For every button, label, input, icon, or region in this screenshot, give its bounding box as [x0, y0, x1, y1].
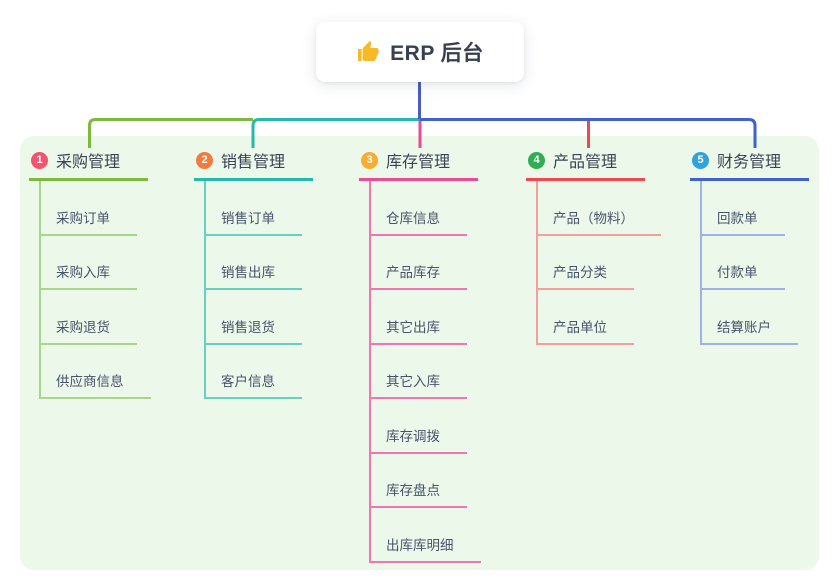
child-node-label[interactable]: 客户信息	[204, 370, 302, 399]
branch-children-product: 产品（物料） 产品分类 产品单位	[536, 181, 661, 345]
branch-number-badge-3: 3	[361, 151, 378, 169]
branch-number-badge-1: 1	[31, 151, 48, 169]
child-node: 其它入库	[369, 345, 467, 399]
branch-children-purchase: 采购订单 采购入库 采购退货 供应商信息	[39, 181, 151, 399]
branch-title-sales[interactable]: 2 销售管理	[194, 148, 313, 181]
child-node-label[interactable]: 库存调拨	[369, 425, 467, 454]
child-node-label[interactable]: 销售出库	[204, 261, 302, 290]
child-node-label[interactable]: 产品（物料）	[536, 207, 661, 236]
branch-title-label: 销售管理	[221, 154, 286, 171]
branch-purchase: 1 采购管理 采购订单 采购入库 采购退货 供应商信息	[29, 148, 151, 399]
branch-product: 4 产品管理 产品（物料） 产品分类 产品单位	[526, 148, 661, 345]
child-node: 采购入库	[39, 236, 137, 290]
root-title: ERP 后台	[390, 42, 484, 65]
thumbs-up-icon	[358, 41, 379, 61]
child-node: 产品分类	[536, 236, 634, 290]
branch-title-product[interactable]: 4 产品管理	[526, 148, 645, 181]
child-node: 采购退货	[39, 290, 137, 345]
branch-number-badge-2: 2	[196, 151, 213, 169]
child-node: 采购订单	[39, 181, 137, 236]
child-node: 出库库明细	[369, 508, 481, 563]
child-node: 销售退货	[204, 290, 302, 345]
branch-title-finance[interactable]: 5 财务管理	[690, 148, 809, 181]
child-node-label[interactable]: 供应商信息	[39, 370, 151, 399]
child-node: 客户信息	[204, 345, 302, 399]
child-node-label[interactable]: 销售退货	[204, 316, 302, 345]
child-node-label[interactable]: 产品库存	[369, 261, 467, 290]
branch-title-label: 产品管理	[553, 154, 618, 171]
branch-children-sales: 销售订单 销售出库 销售退货 客户信息	[204, 181, 313, 399]
child-node-label[interactable]: 结算账户	[700, 316, 798, 345]
child-node: 其它出库	[369, 290, 467, 345]
root-node-erp[interactable]: ERP 后台	[316, 22, 524, 82]
child-node: 结算账户	[700, 290, 798, 345]
child-node-label[interactable]: 仓库信息	[369, 207, 467, 236]
child-node-label[interactable]: 采购入库	[39, 261, 137, 290]
child-node-label[interactable]: 库存盘点	[369, 479, 467, 508]
branch-title-inventory[interactable]: 3 库存管理	[359, 148, 478, 181]
child-node-label[interactable]: 出库库明细	[369, 534, 481, 563]
branch-title-label: 库存管理	[386, 154, 451, 171]
child-node-label[interactable]: 回款单	[700, 207, 785, 236]
child-node-label[interactable]: 其它出库	[369, 316, 467, 345]
branch-finance: 5 财务管理 回款单 付款单 结算账户	[690, 148, 809, 345]
child-node: 仓库信息	[369, 181, 467, 236]
branch-sales: 2 销售管理 销售订单 销售出库 销售退货 客户信息	[194, 148, 313, 399]
child-node-label[interactable]: 其它入库	[369, 370, 467, 399]
child-node-label[interactable]: 产品单位	[536, 316, 634, 345]
branch-children-finance: 回款单 付款单 结算账户	[700, 181, 809, 345]
branches-background-panel	[20, 136, 819, 570]
child-node: 回款单	[700, 181, 785, 236]
branch-title-label: 采购管理	[56, 154, 121, 171]
child-node: 销售出库	[204, 236, 302, 290]
child-node: 产品单位	[536, 290, 634, 345]
child-node: 付款单	[700, 236, 785, 290]
child-node: 销售订单	[204, 181, 302, 236]
child-node: 产品库存	[369, 236, 467, 290]
child-node: 库存调拨	[369, 399, 467, 454]
branch-inventory: 3 库存管理 仓库信息 产品库存 其它出库 其它入库 库存调拨 库存盘点 出库库…	[359, 148, 481, 563]
child-node-label[interactable]: 销售订单	[204, 207, 302, 236]
child-node-label[interactable]: 采购退货	[39, 316, 137, 345]
child-node: 库存盘点	[369, 454, 467, 508]
branch-title-purchase[interactable]: 1 采购管理	[29, 148, 148, 181]
child-node-label[interactable]: 采购订单	[39, 207, 137, 236]
child-node-label[interactable]: 产品分类	[536, 261, 634, 290]
child-node: 供应商信息	[39, 345, 151, 399]
child-node-label[interactable]: 付款单	[700, 261, 785, 290]
branch-title-label: 财务管理	[717, 154, 782, 171]
branch-children-inventory: 仓库信息 产品库存 其它出库 其它入库 库存调拨 库存盘点 出库库明细	[369, 181, 481, 563]
child-node: 产品（物料）	[536, 181, 661, 236]
branch-number-badge-5: 5	[692, 151, 709, 169]
branch-number-badge-4: 4	[528, 151, 545, 169]
